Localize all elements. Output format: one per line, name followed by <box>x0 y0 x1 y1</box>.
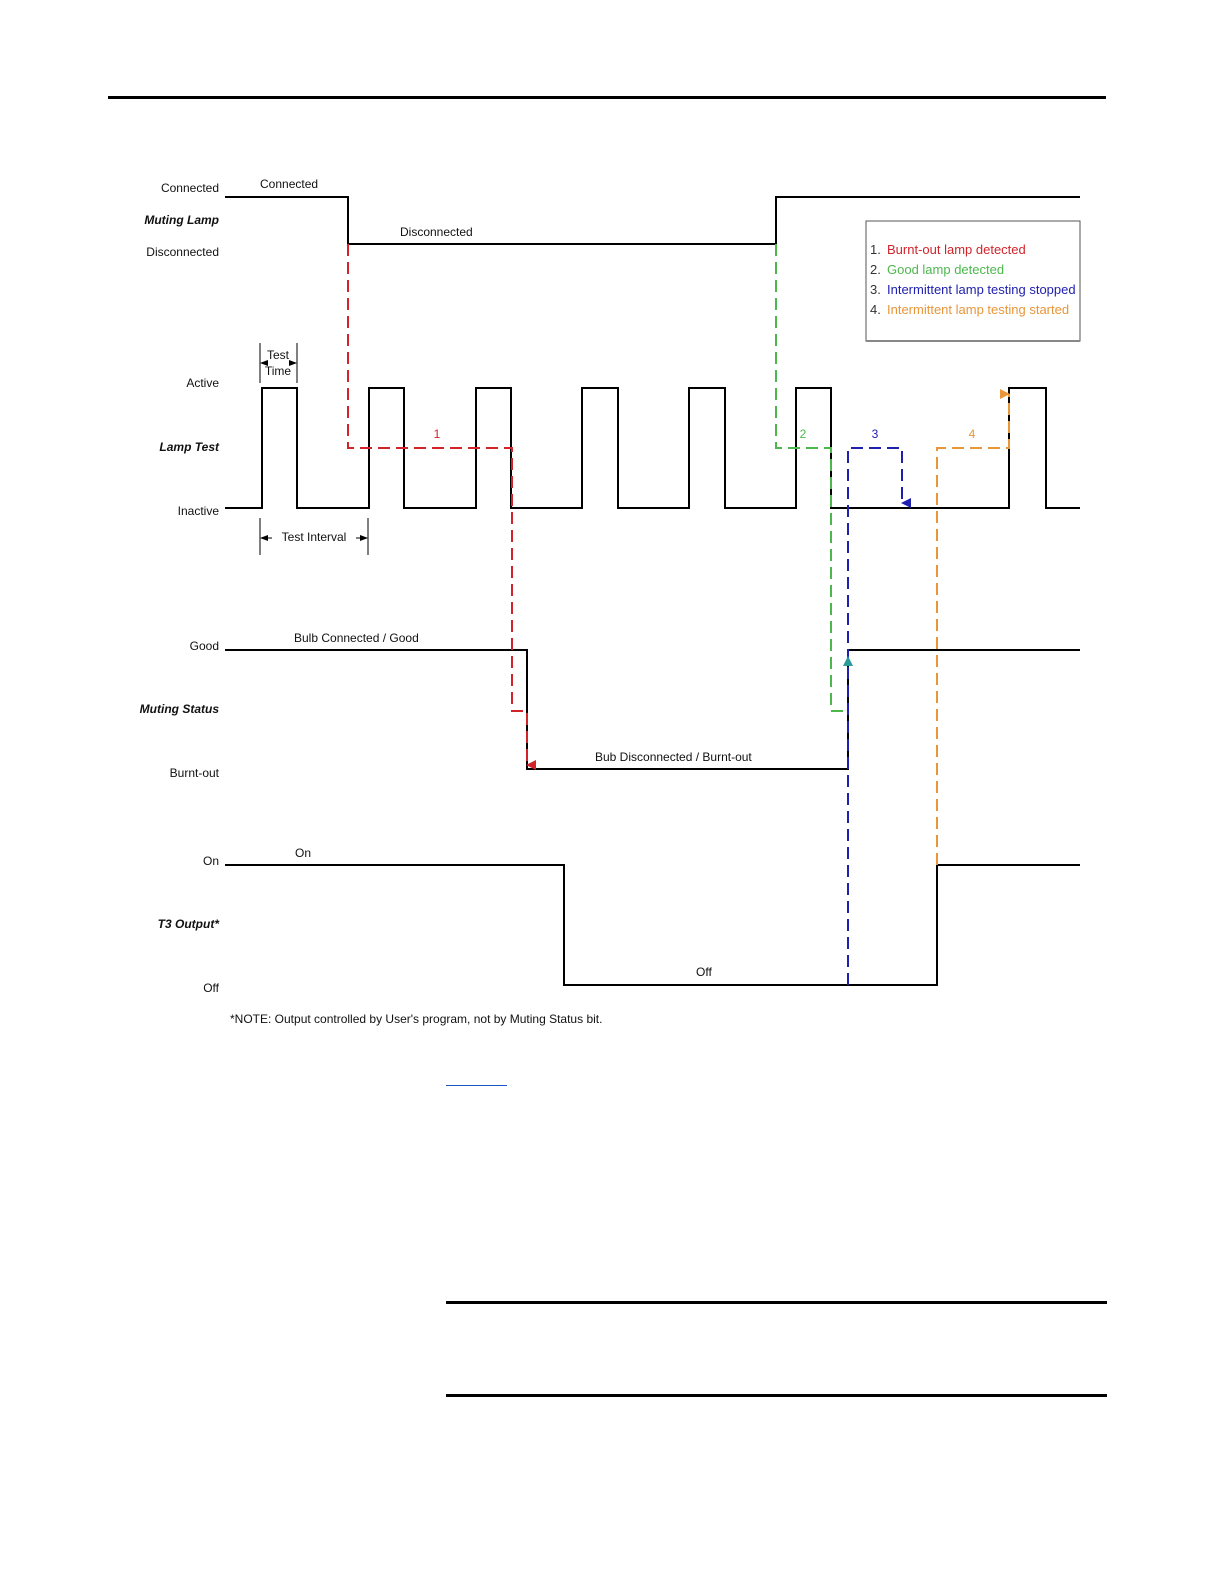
legend-item-2: 2. Good lamp detected <box>870 262 1004 277</box>
hyperlink-underline[interactable] <box>446 1085 507 1086</box>
lamp-test-waveform <box>225 387 1080 509</box>
t3-output-high-label: On <box>203 854 219 868</box>
legend-item-1: 1. Burnt-out lamp detected <box>870 242 1026 257</box>
test-interval-dimension: Test Interval <box>259 518 369 555</box>
svg-text:Intermittent lamp testing stop: Intermittent lamp testing stopped <box>887 282 1076 297</box>
good-lamp-detection-path <box>775 244 848 712</box>
lamp-test-name: Lamp Test <box>159 440 220 454</box>
test-time-label-2: Time <box>265 364 292 378</box>
bulb-good-annotation: Bulb Connected / Good <box>294 631 419 645</box>
testing-stopped-path <box>847 447 911 985</box>
disconnected-annotation: Disconnected <box>400 225 473 239</box>
muting-lamp-waveform <box>225 196 1080 245</box>
muting-lamp-high-label: Connected <box>161 181 219 195</box>
t3-output-waveform <box>225 864 1080 986</box>
header-rule <box>108 96 1106 99</box>
lamp-test-high-label: Active <box>186 376 219 390</box>
marker-4: 4 <box>969 427 976 441</box>
off-annotation: Off <box>696 965 712 979</box>
output-note: *NOTE: Output controlled by User's progr… <box>230 1012 602 1026</box>
svg-text:4.: 4. <box>870 302 881 317</box>
legend: 1. Burnt-out lamp detected 2. Good lamp … <box>865 220 1081 342</box>
connected-annotation: Connected <box>260 177 318 191</box>
marker-1: 1 <box>434 427 441 441</box>
svg-text:1.: 1. <box>870 242 881 257</box>
notice-bottom-rule <box>446 1394 1107 1397</box>
on-annotation: On <box>295 846 311 860</box>
svg-text:2.: 2. <box>870 262 881 277</box>
muting-lamp-low-label: Disconnected <box>146 245 219 259</box>
burnt-out-detection-path <box>347 244 536 770</box>
notice-top-rule <box>446 1301 1107 1304</box>
marker-2: 2 <box>800 427 807 441</box>
lamp-test-low-label: Inactive <box>178 504 220 518</box>
svg-text:Burnt-out lamp detected: Burnt-out lamp detected <box>887 242 1026 257</box>
muting-lamp-name: Muting Lamp <box>144 213 219 227</box>
muting-status-waveform <box>225 649 1080 770</box>
testing-started-path <box>936 389 1010 865</box>
t3-output-name: T3 Output* <box>158 917 221 931</box>
muting-status-low-label: Burnt-out <box>170 766 220 780</box>
svg-text:Intermittent lamp testing star: Intermittent lamp testing started <box>887 302 1069 317</box>
t3-output-low-label: Off <box>203 981 219 995</box>
test-time-dimension: Test Time <box>259 343 298 383</box>
bulb-burnt-annotation: Bub Disconnected / Burnt-out <box>595 750 752 764</box>
legend-item-4: 4. Intermittent lamp testing started <box>870 302 1069 317</box>
svg-text:Good lamp detected: Good lamp detected <box>887 262 1004 277</box>
muting-status-name: Muting Status <box>140 702 220 716</box>
status-good-arrow-icon <box>843 656 853 666</box>
legend-item-3: 3. Intermittent lamp testing stopped <box>870 282 1076 297</box>
test-interval-label: Test Interval <box>282 530 347 544</box>
svg-text:3.: 3. <box>870 282 881 297</box>
test-time-label-1: Test <box>267 348 290 362</box>
marker-3: 3 <box>872 427 879 441</box>
muting-status-high-label: Good <box>190 639 219 653</box>
